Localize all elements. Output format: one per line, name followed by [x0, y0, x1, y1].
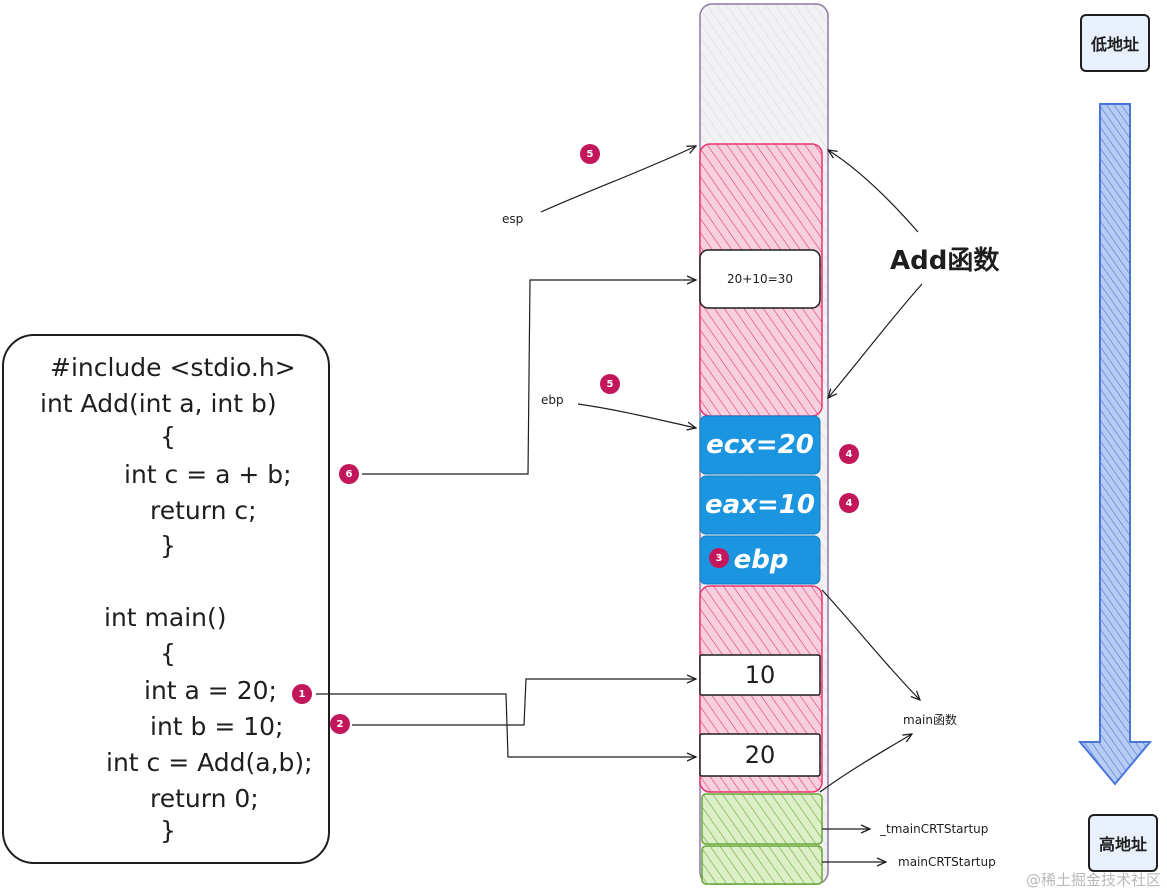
- code-line-main-open-brace: {: [160, 639, 176, 668]
- tmain-crt-frame: [701, 793, 823, 845]
- step-badge-6: 6: [339, 464, 359, 484]
- watermark: @稀土掘金技术社区: [1025, 871, 1161, 889]
- main-func-arrow-bottom: [819, 734, 912, 793]
- eax-box: [699, 475, 821, 535]
- code-line-include: #include <stdio.h>: [50, 353, 296, 382]
- saved-ebp-box: [699, 535, 821, 585]
- code-line-add-close-brace: }: [160, 531, 176, 560]
- var-b-arrow: [352, 679, 696, 726]
- code-line-add-signature: int Add(int a, int b): [40, 389, 277, 418]
- code-line-add-open-brace: {: [160, 422, 176, 451]
- code-line-var-b: int b = 10;: [150, 712, 284, 741]
- esp-label: esp: [502, 212, 524, 226]
- ecx-label: ecx=20: [706, 430, 814, 460]
- code-line-main-close-brace: }: [160, 816, 176, 845]
- add-func-arrow-top: [828, 150, 919, 233]
- step-badge-2: 2: [330, 714, 350, 734]
- step-badge-3-ebp: 3: [709, 548, 729, 568]
- code-line-var-c: int c = Add(a,b);: [106, 748, 313, 777]
- value-10-label: 10: [744, 661, 776, 689]
- ecx-box: [699, 415, 821, 475]
- tmain-crt-label: _tmainCRTStartup: [880, 822, 989, 836]
- step-badge-5-ebp: 5: [600, 374, 620, 394]
- code-line-main-signature: int main(): [104, 603, 227, 632]
- step-badge-4-ecx: 4: [839, 444, 859, 464]
- ebp-arrow: [577, 403, 696, 428]
- code-line-main-return: return 0;: [150, 784, 259, 813]
- saved-ebp-label: ebp: [733, 545, 789, 575]
- value-10-box: [699, 654, 821, 696]
- eax-label: eax=10: [705, 490, 815, 520]
- main-function-label: main函数: [903, 713, 957, 727]
- address-direction-arrow: [1077, 103, 1153, 786]
- step-badge-4-eax: 4: [839, 493, 859, 513]
- value-20-box: [699, 733, 821, 777]
- step-badge-5-esp: 5: [580, 144, 600, 164]
- add-func-arrow-bottom: [828, 283, 923, 398]
- high-address-box: 高地址: [1088, 814, 1158, 872]
- main-crt-frame: [701, 845, 823, 885]
- main-func-arrow-top: [821, 589, 920, 700]
- main-crt-label: mainCRTStartup: [898, 855, 996, 869]
- code-line-var-a: int a = 20;: [144, 676, 277, 705]
- step-badge-1: 1: [292, 684, 312, 704]
- add-result-box: [699, 249, 821, 309]
- code-line-add-return: return c;: [150, 496, 257, 525]
- add-result-label: 20+10=30: [727, 272, 793, 286]
- code-line-add-body: int c = a + b;: [124, 460, 292, 489]
- code-panel: [2, 334, 330, 864]
- value-20-label: 20: [744, 741, 776, 769]
- add-line-arrow: [362, 280, 696, 475]
- ebp-label: ebp: [541, 393, 564, 407]
- esp-arrow: [540, 146, 696, 213]
- low-address-box: 低地址: [1080, 14, 1150, 72]
- add-function-label: Add函数: [890, 246, 1000, 276]
